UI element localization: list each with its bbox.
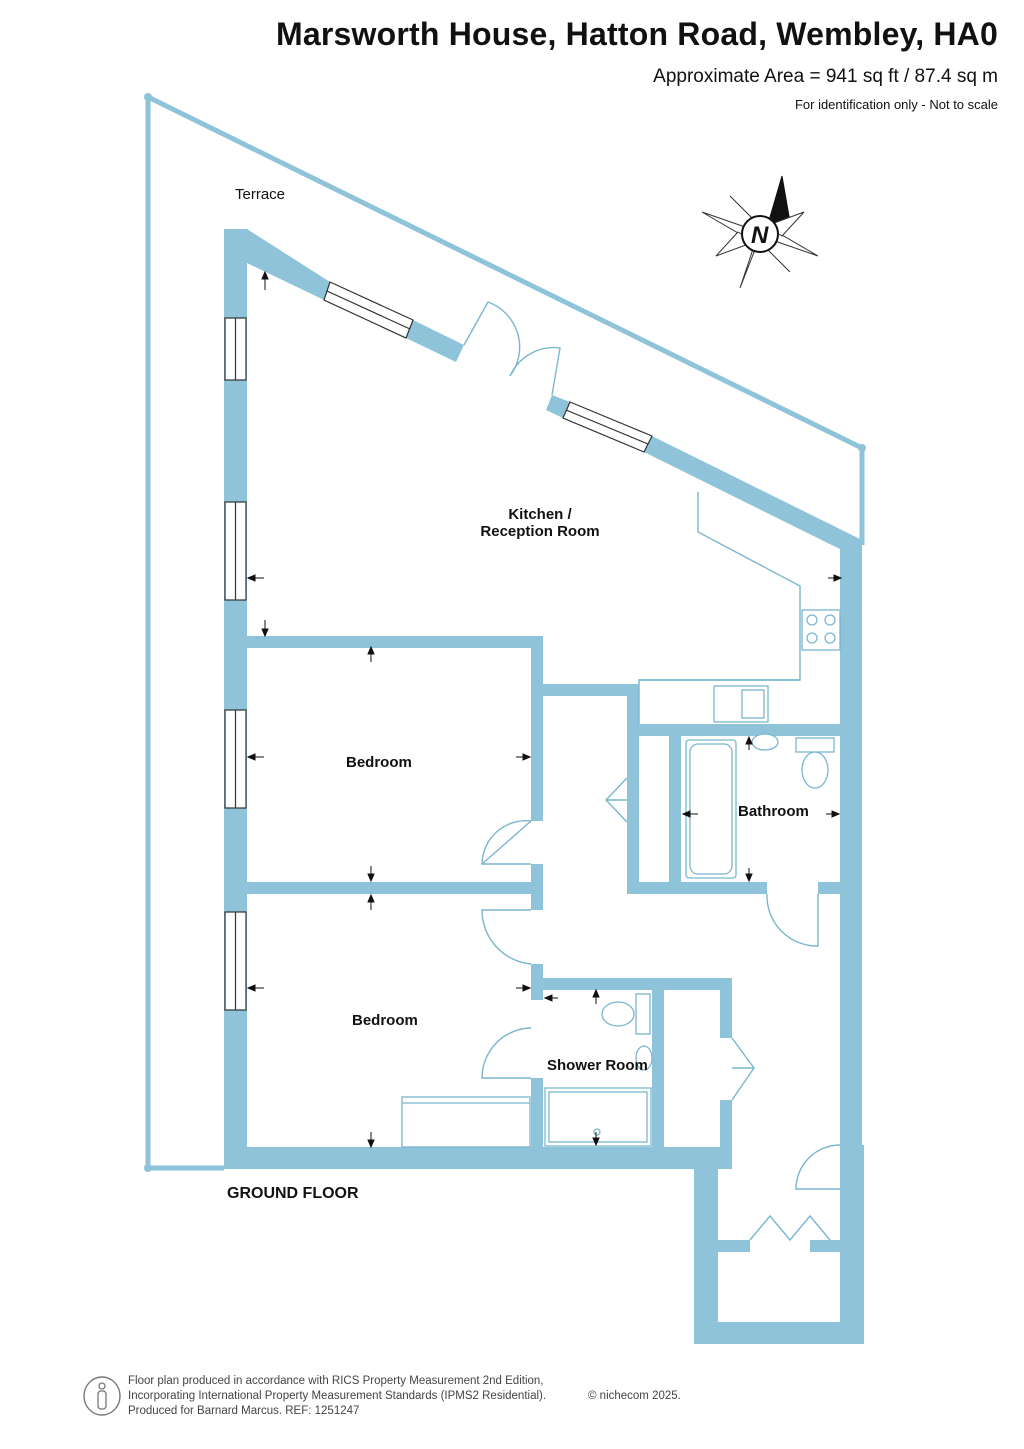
wc-bathroom [795, 737, 835, 753]
wardrobe [401, 1096, 531, 1148]
door-storage[interactable] [749, 1214, 831, 1242]
label-bedroom-2: Bedroom [352, 1012, 418, 1029]
wall-diagonal-1 [224, 229, 330, 300]
wall-bathroom-top [639, 724, 840, 736]
footer-line-2: Incorporating International Property Mea… [128, 1390, 547, 1402]
wall-bedroom-divider [247, 882, 543, 894]
terrace-boundary-diagonal [146, 94, 864, 451]
label-kitchen-line1: Kitchen / [508, 506, 572, 523]
door-shower[interactable] [481, 1027, 532, 1079]
wall-shower-top [531, 978, 661, 990]
footer-copyright: © nichecom 2025. [588, 1390, 681, 1402]
wall-shower-left [531, 1078, 543, 1148]
label-terrace: Terrace [235, 186, 286, 203]
wall-diagonal-2 [406, 320, 464, 362]
wc-shower-room [635, 993, 651, 1035]
footer-line-3: Produced for Barnard Marcus. REF: 125124… [128, 1405, 360, 1417]
wall-bathroom-bottom-right [818, 882, 840, 894]
wall-corridor-top [543, 684, 639, 696]
compass-icon: N [701, 175, 819, 289]
wall-right-exterior [840, 545, 862, 1145]
wall-bottom-exterior [224, 1147, 732, 1169]
door-entrance[interactable] [795, 1144, 841, 1190]
kitchen-worktop [638, 492, 801, 724]
wall-appendix-right [840, 1145, 864, 1343]
label-kitchen-line2: Reception Room [480, 523, 600, 540]
label-kitchen: Kitchen / Reception Room [470, 506, 610, 540]
person-icon [83, 1376, 121, 1416]
wall-bathroom-bottom [627, 882, 767, 894]
door-terrace-left[interactable] [463, 301, 521, 377]
wall-store-top [664, 978, 732, 990]
wall-bathroom-left [669, 736, 681, 894]
terrace-boundary [145, 97, 224, 1171]
wall-store-right [720, 978, 732, 1038]
basin-shower-room [635, 1045, 653, 1071]
door-bedroom-1[interactable] [481, 820, 532, 865]
wall-appendix-divider-l [718, 1240, 750, 1252]
label-bedroom-1: Bedroom [346, 754, 412, 771]
footer: Floor plan produced in accordance with R… [128, 1374, 681, 1419]
wall-corridor-left [531, 636, 543, 821]
wall-kitchen-bedroom [247, 636, 543, 648]
hob [801, 609, 841, 651]
floor-label: GROUND FLOOR [227, 1185, 359, 1202]
wall-store-right-2 [720, 1100, 732, 1148]
approximate-area: Approximate Area = 941 sq ft / 87.4 sq m [653, 66, 998, 87]
label-shower-room: Shower Room [547, 1057, 648, 1074]
wall-corridor-left-2 [531, 864, 543, 910]
wall-shower-right [652, 978, 664, 1148]
wall-appendix-divider-r [810, 1240, 840, 1252]
door-bathroom[interactable] [766, 893, 819, 947]
plan-title: Marsworth House, Hatton Road, Wembley, H… [276, 16, 998, 52]
wall-diagonal-3 [546, 395, 570, 418]
door-bedroom-2[interactable] [481, 909, 532, 965]
basin-bathroom [751, 733, 779, 751]
label-bathroom: Bathroom [738, 803, 809, 820]
identification-note: For identification only - Not to scale [794, 97, 998, 112]
wall-appendix-left [694, 1147, 718, 1343]
footer-line-1: Floor plan produced in accordance with R… [128, 1375, 544, 1387]
wall-cupboard-right [627, 684, 639, 894]
wall-appendix-bottom [694, 1322, 864, 1344]
compass-letter: N [751, 222, 769, 249]
door-cupboard-2[interactable] [731, 1037, 755, 1101]
door-cupboard-1[interactable] [605, 777, 628, 823]
wall-diagonal-4 [644, 436, 862, 560]
door-terrace-right[interactable] [509, 346, 561, 396]
